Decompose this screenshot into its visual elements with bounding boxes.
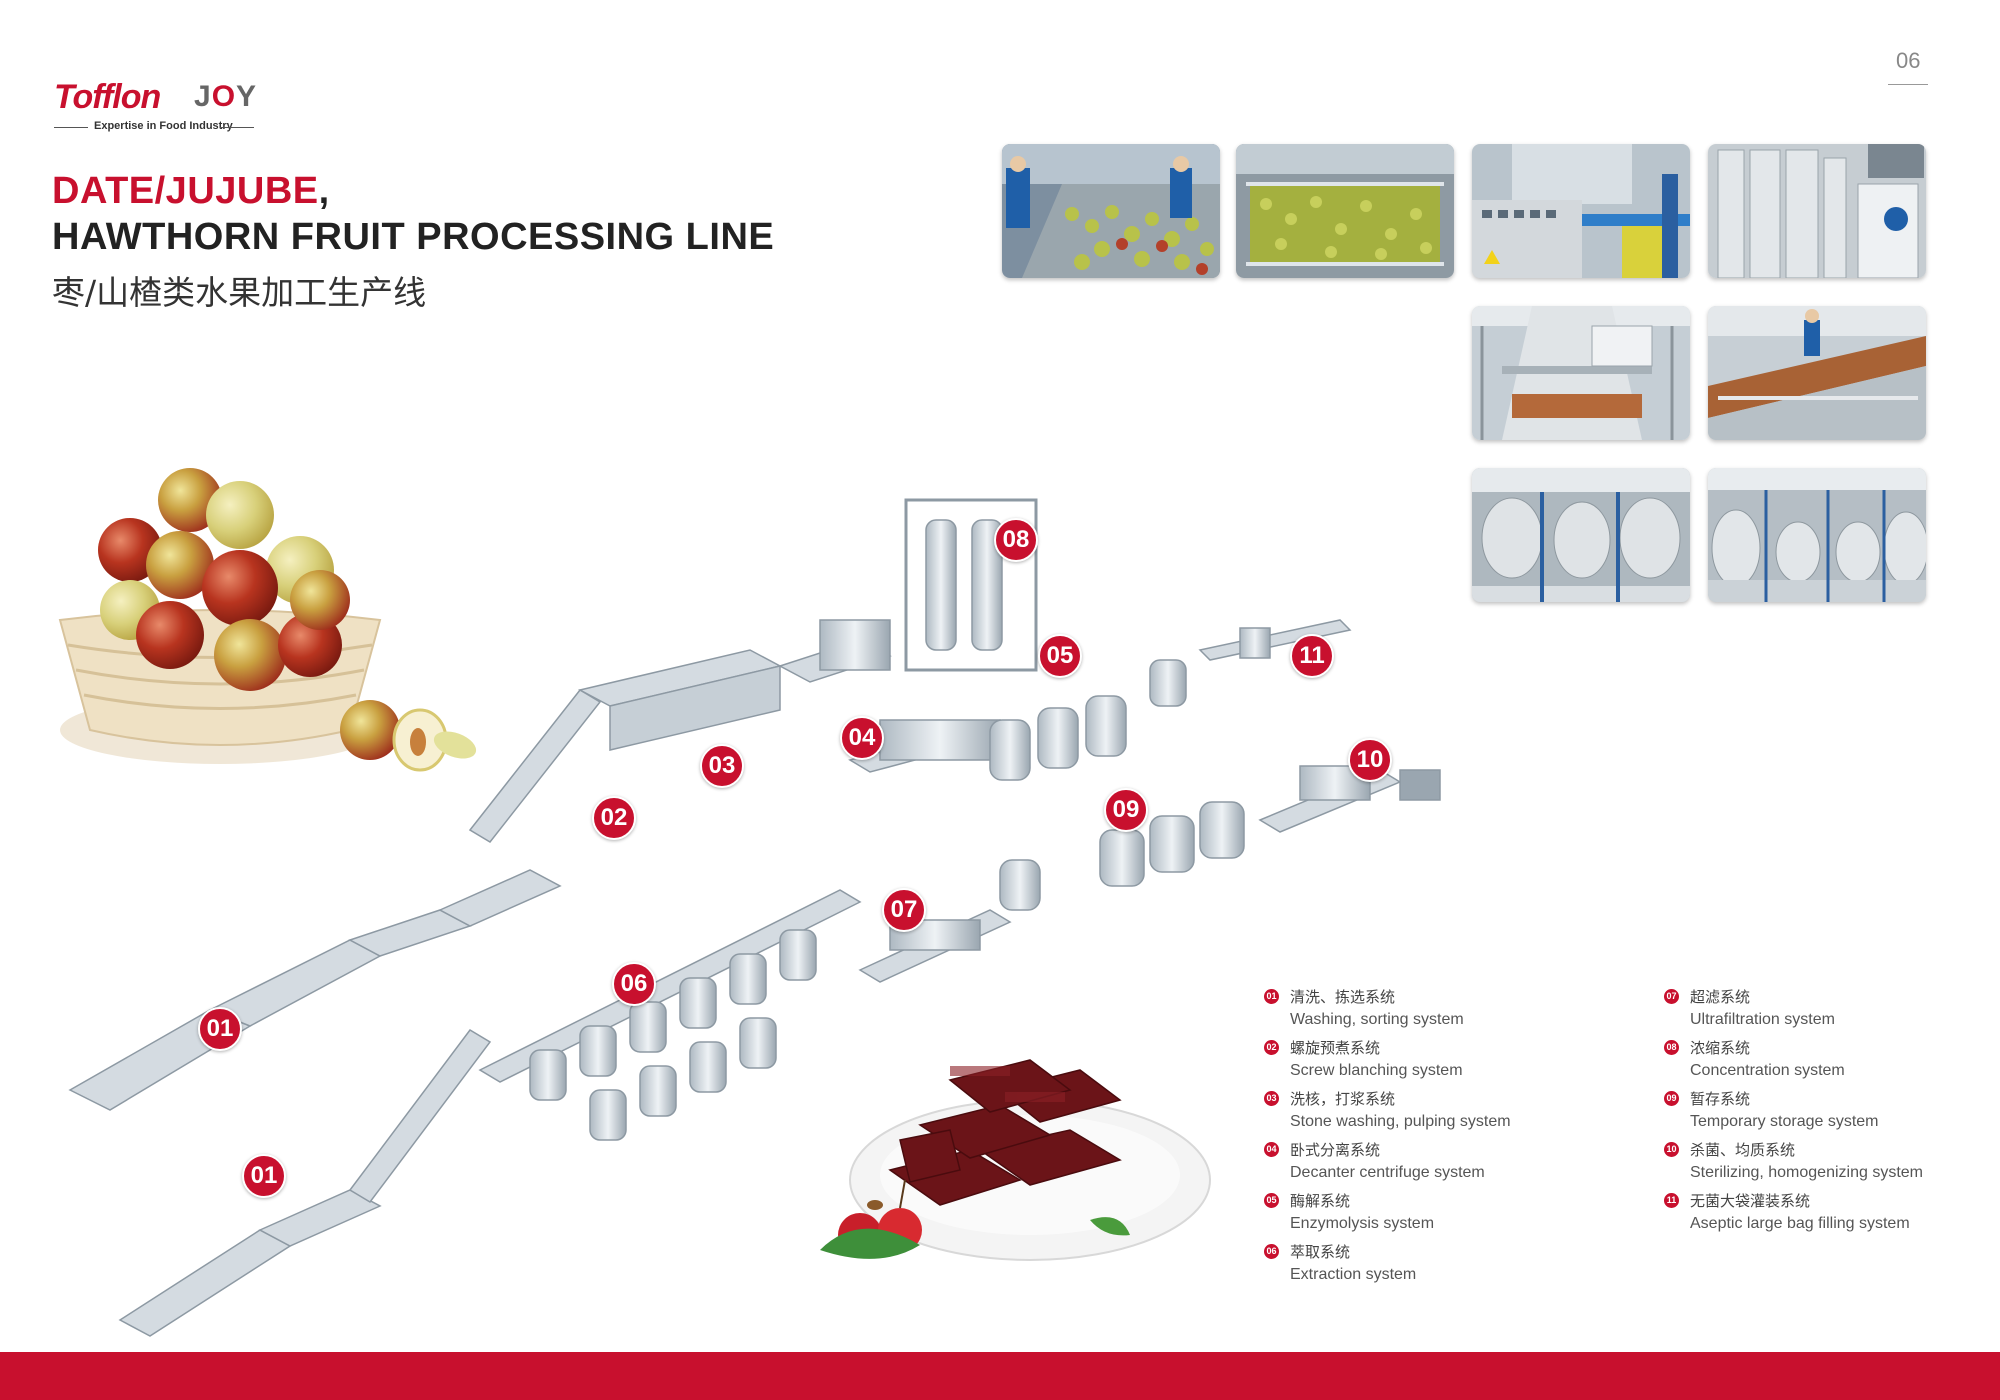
station-marker-06: 06 [612,962,656,1006]
photo-sorting-belt-image [1002,144,1220,278]
page-number-rule [1888,84,1928,85]
station-marker-03: 03 [700,744,744,788]
photo-control-cabinets-image [1472,144,1690,278]
station-marker-09: 09 [1104,788,1148,832]
logo-rule-right [220,127,254,128]
legend-number-03: 03 [1264,1091,1279,1106]
legend-label-en-01: Washing, sorting system [1290,1011,1464,1028]
legend-label-cn-11: 无菌大袋灌装系统 [1690,1192,1811,1210]
page-title-line1: DATE/JUJUBE, [52,170,330,212]
station-marker-05: 05 [1038,634,1082,678]
station-marker-02: 02 [592,796,636,840]
legend-label-en-07: Ultrafiltration system [1690,1011,1835,1028]
legend-label-cn-09: 暂存系统 [1690,1090,1751,1108]
station-marker-01-second-line: 01 [242,1154,286,1198]
photo-tank-hall-1 [1472,468,1690,602]
station-marker-08: 08 [994,518,1038,562]
station-marker-01: 01 [198,1007,242,1051]
legend-label-en-02: Screw blanching system [1290,1062,1463,1079]
legend-label-cn-02: 螺旋预煮系统 [1290,1039,1381,1057]
legend-number-10: 10 [1664,1142,1679,1157]
legend-label-en-11: Aseptic large bag filling system [1690,1215,1910,1232]
legend-label-en-04: Decanter centrifuge system [1290,1164,1485,1181]
brand-name: Tofflon [54,78,161,116]
page-number: 06 [1896,48,1921,73]
legend-number-02: 02 [1264,1040,1279,1055]
photo-pulping-line-image [1472,306,1690,440]
logo-rule-left [54,127,88,128]
legend-label-cn-03: 洗核，打浆系统 [1290,1090,1396,1108]
photo-pulping-line [1472,306,1690,440]
photo-evaporator-tanks [1708,144,1926,278]
footer-bar [0,1352,2000,1400]
photo-washing-tank-image [1236,144,1454,278]
photo-tank-hall-1-image [1472,468,1690,602]
station-marker-11: 11 [1290,634,1334,678]
processing-line-diagram [68,498,1441,1337]
photo-evaporator-tanks-image [1708,144,1926,278]
jujube-basket-illustration [58,468,477,772]
brand-tagline: Expertise in Food Industry [94,120,233,132]
legend-label-en-06: Extraction system [1290,1266,1417,1283]
legend-number-04: 04 [1264,1142,1279,1157]
legend-number-05: 05 [1264,1193,1279,1208]
station-marker-10: 10 [1348,738,1392,782]
photo-tank-hall-2 [1708,468,1926,602]
legend-label-en-09: Temporary storage system [1690,1113,1879,1130]
legend-label-en-08: Concentration system [1690,1062,1845,1079]
legend-label-en-03: Stone washing, pulping system [1290,1113,1511,1130]
legend-number-06: 06 [1264,1244,1279,1259]
legend-number-08: 08 [1664,1040,1679,1055]
legend-label-cn-06: 萃取系统 [1290,1243,1351,1261]
page-title-line2: HAWTHORN FRUIT PROCESSING LINE [52,216,775,258]
legend-number-07: 07 [1664,989,1679,1004]
brand-logo: Tofflon JOY Expertise in Food Industry [54,78,264,136]
photo-drying-belt [1708,306,1926,440]
legend-label-cn-07: 超滤系统 [1690,988,1751,1006]
legend-number-01: 01 [1264,989,1279,1004]
legend-label-en-05: Enzymolysis system [1290,1215,1435,1232]
legend-number-09: 09 [1664,1091,1679,1106]
legend-label-cn-05: 酶解系统 [1290,1192,1351,1210]
station-marker-07: 07 [882,888,926,932]
page-title-chinese: 枣/山楂类水果加工生产线 [52,273,427,312]
photo-drying-belt-image [1708,306,1926,440]
photo-control-cabinets [1472,144,1690,278]
sub-brand-logo: JOY [194,80,258,113]
legend-label-cn-01: 清洗、拣选系统 [1290,988,1396,1006]
legend-label-cn-04: 卧式分离系统 [1290,1141,1381,1159]
legend-number-11: 11 [1664,1193,1679,1208]
legend-label-cn-10: 杀菌、均质系统 [1690,1141,1796,1159]
photo-washing-tank [1236,144,1454,278]
legend-label-en-10: Sterilizing, homogenizing system [1690,1164,1923,1181]
photo-tank-hall-2-image [1708,468,1926,602]
hawthorn-cake-illustration [820,1059,1211,1261]
legend-label-cn-08: 浓缩系统 [1690,1039,1751,1057]
station-marker-04: 04 [840,716,884,760]
photo-sorting-belt [1002,144,1220,278]
